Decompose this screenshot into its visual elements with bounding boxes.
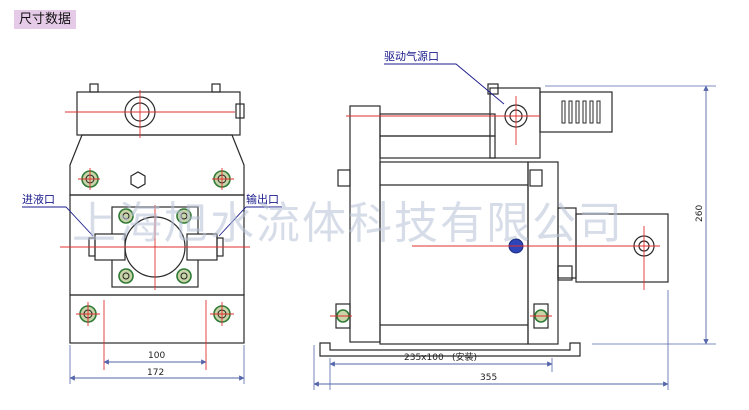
side-air-lug	[487, 83, 499, 95]
company-watermark: 上海旭水流体科技有限公司	[72, 198, 624, 249]
air-source-leader	[384, 63, 505, 105]
front-bolts	[79, 170, 231, 323]
inlet-leader	[22, 206, 94, 237]
side-center-lines	[330, 96, 660, 317]
side-bolt-tr	[529, 169, 543, 187]
outlet-label: 输出口	[246, 192, 279, 206]
dim-side-overall: 355	[480, 373, 497, 383]
front-top-side-stub	[235, 103, 245, 119]
side-silencer-slots	[561, 100, 601, 124]
side-outlet-block	[575, 213, 669, 283]
side-cylinder	[379, 161, 529, 345]
front-dimensions: 100 172	[69, 345, 245, 384]
front-center-lines	[60, 90, 250, 370]
dim-side-height: 260	[695, 205, 705, 222]
page-title: 尺寸数据	[14, 10, 77, 29]
side-dimensions: 235x100 (安装) 355 260	[313, 85, 716, 390]
front-hex-bolt	[130, 171, 146, 189]
bolt-valve-br	[176, 268, 192, 284]
dim-front-inner: 100	[148, 351, 165, 361]
side-base-foot	[319, 342, 581, 357]
bolt-valve-tr	[176, 208, 192, 224]
side-upper-rod-2	[379, 135, 496, 159]
dim-side-mount-note: (安装)	[452, 351, 477, 363]
side-upper-rod	[379, 113, 496, 137]
side-labels: 驱动气源口	[384, 49, 505, 105]
dim-side-mount: 235x100	[404, 353, 444, 363]
front-top-block	[76, 91, 241, 136]
front-top-lug-right	[211, 83, 221, 93]
side-silencer	[539, 91, 613, 133]
air-source-label: 驱动气源口	[384, 49, 439, 63]
side-outlet-nut	[557, 265, 573, 281]
dim-front-overall: 172	[147, 368, 164, 378]
side-bolt-tl	[337, 169, 351, 187]
front-top-lug-left	[89, 83, 99, 93]
front-labels: 进液口 输出口	[22, 192, 282, 237]
outlet-leader	[218, 206, 282, 237]
front-base-plate	[69, 294, 245, 344]
bolt-valve-tl	[118, 208, 134, 224]
inlet-label: 进液口	[22, 192, 55, 206]
bolt-valve-bl	[118, 268, 134, 284]
side-accents	[336, 238, 548, 323]
